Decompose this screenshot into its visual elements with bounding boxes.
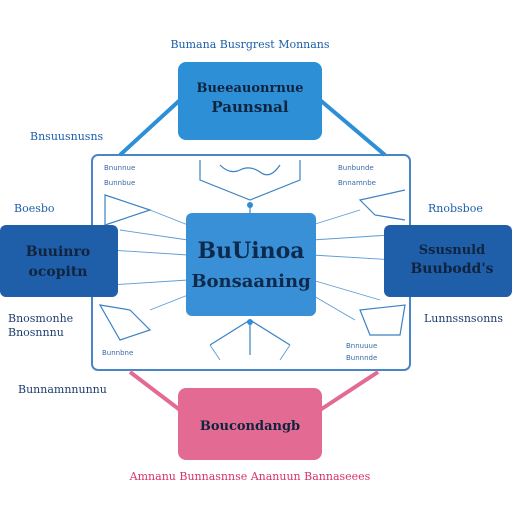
inner-label-br1: Bnnuuue	[346, 342, 377, 350]
left-box	[0, 225, 118, 297]
connector-bottom-left	[128, 370, 182, 412]
side-label-right-low: Lunnssnsonns	[424, 312, 503, 325]
bottom-box-line1: Boucondangb	[200, 419, 300, 434]
side-label-left-low: Bnosmonhe	[8, 312, 73, 325]
inner-label-tr2: Bnnamnbe	[338, 179, 376, 187]
left-box-line2: ocopitn	[29, 264, 88, 280]
connector-top-left	[118, 98, 182, 157]
center-box-line1: BuUinoa	[197, 238, 304, 264]
center-box-line2: Bonsaaning	[191, 271, 311, 292]
title-label: Bumana Busrgrest Monnans	[170, 38, 329, 51]
connector-top-right	[318, 98, 387, 157]
inner-label-tl1: Bnunnue	[104, 164, 135, 172]
inner-label-tl2: Bunnbue	[104, 179, 135, 187]
right-box	[384, 225, 512, 297]
side-label-top-left: Bnsuusnusns	[30, 130, 104, 143]
left-box-line1: Buuinro	[26, 244, 90, 260]
bottom-box	[178, 388, 322, 460]
side-label-lower-left: Bunnamnnunnu	[18, 383, 107, 396]
side-label-right-mid: Rnobsboe	[428, 202, 483, 215]
top-box-line1: Bueeauonrnue	[196, 81, 303, 96]
inner-label-bl1: Bunnbne	[102, 349, 133, 357]
inner-label-tr1: Bunbunde	[338, 164, 374, 172]
wire-network	[98, 160, 406, 361]
top-box-line2: Paunsnal	[211, 98, 288, 116]
bottom-label: Amnanu Bunnasnnse Ananuun Bannaseees	[129, 470, 371, 483]
inner-label-br2: Bunnnde	[346, 354, 377, 362]
side-label-left-mid: Boesbo	[14, 202, 55, 215]
right-box-line2: Buubodd's	[410, 261, 493, 277]
right-box-line1: Ssusnuld	[419, 243, 485, 258]
top-box	[178, 62, 322, 140]
side-label-left-low2: Bnosnnnu	[8, 326, 64, 339]
connector-bottom-right	[318, 370, 380, 412]
center-box	[186, 213, 316, 316]
